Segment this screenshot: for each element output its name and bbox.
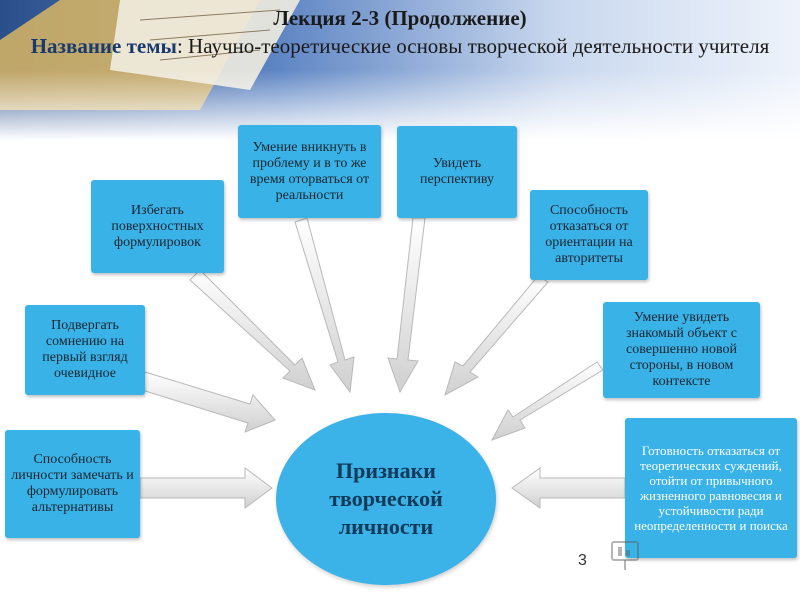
trait-text-5: Увидеть перспективу — [420, 156, 494, 187]
slide-topic: Название темы: Научно-теоретические осно… — [20, 32, 780, 60]
arrow-4 — [294, 217, 355, 394]
trait-box-6: Способность отказаться от ориентации на … — [530, 190, 648, 280]
arrow-8 — [511, 467, 626, 509]
topic-text: : Научно-теоретические основы творческой… — [176, 34, 770, 58]
trait-text-3: Избегать поверхностных формулировок — [111, 202, 204, 250]
trait-text-1: Способность личности замечать и формулир… — [11, 452, 134, 515]
trait-text-4: Умение вникнуть в проблему и в то же вре… — [249, 139, 370, 203]
trait-box-1: Способность личности замечать и формулир… — [5, 430, 140, 538]
slide-header: Лекция 2-3 (Продолжение) Название темы: … — [20, 4, 780, 60]
trait-box-5: Увидеть перспективу — [397, 126, 517, 218]
trait-text-7: Умение увидеть знакомый объект с соверше… — [626, 310, 737, 389]
arrow-3 — [189, 269, 316, 391]
trait-text-2: Подвергать сомнению на первый взгляд оче… — [42, 318, 128, 381]
center-ellipse: Признаки творческой личности — [276, 413, 496, 585]
trait-box-4: Умение вникнуть в проблему и в то же вре… — [238, 125, 381, 218]
arrow-5 — [387, 217, 426, 394]
trait-box-8: Готовность отказаться от теоретических с… — [625, 418, 797, 558]
center-label: Признаки творческой личности — [329, 457, 443, 541]
trait-box-7: Умение увидеть знакомый объект с соверше… — [603, 302, 760, 398]
topic-label: Название темы — [30, 34, 177, 58]
center-label-line-1: Признаки — [336, 458, 436, 483]
page-number: 3 — [578, 552, 587, 569]
trait-box-3: Избегать поверхностных формулировок — [91, 180, 224, 273]
arrow-1 — [139, 467, 273, 509]
trait-text-6: Способность отказаться от ориентации на … — [545, 203, 633, 266]
center-label-line-2: творческой — [329, 486, 443, 511]
trait-text-8: Готовность отказаться от теоретических с… — [634, 443, 788, 533]
arrow-6 — [444, 275, 549, 397]
slide-title: Лекция 2-3 (Продолжение) — [273, 6, 527, 30]
slideshare-watermark-logo — [611, 541, 639, 570]
trait-box-2: Подвергать сомнению на первый взгляд оче… — [25, 305, 145, 395]
arrow-2 — [141, 371, 276, 433]
center-label-line-3: личности — [338, 514, 434, 539]
arrow-7 — [490, 361, 604, 441]
